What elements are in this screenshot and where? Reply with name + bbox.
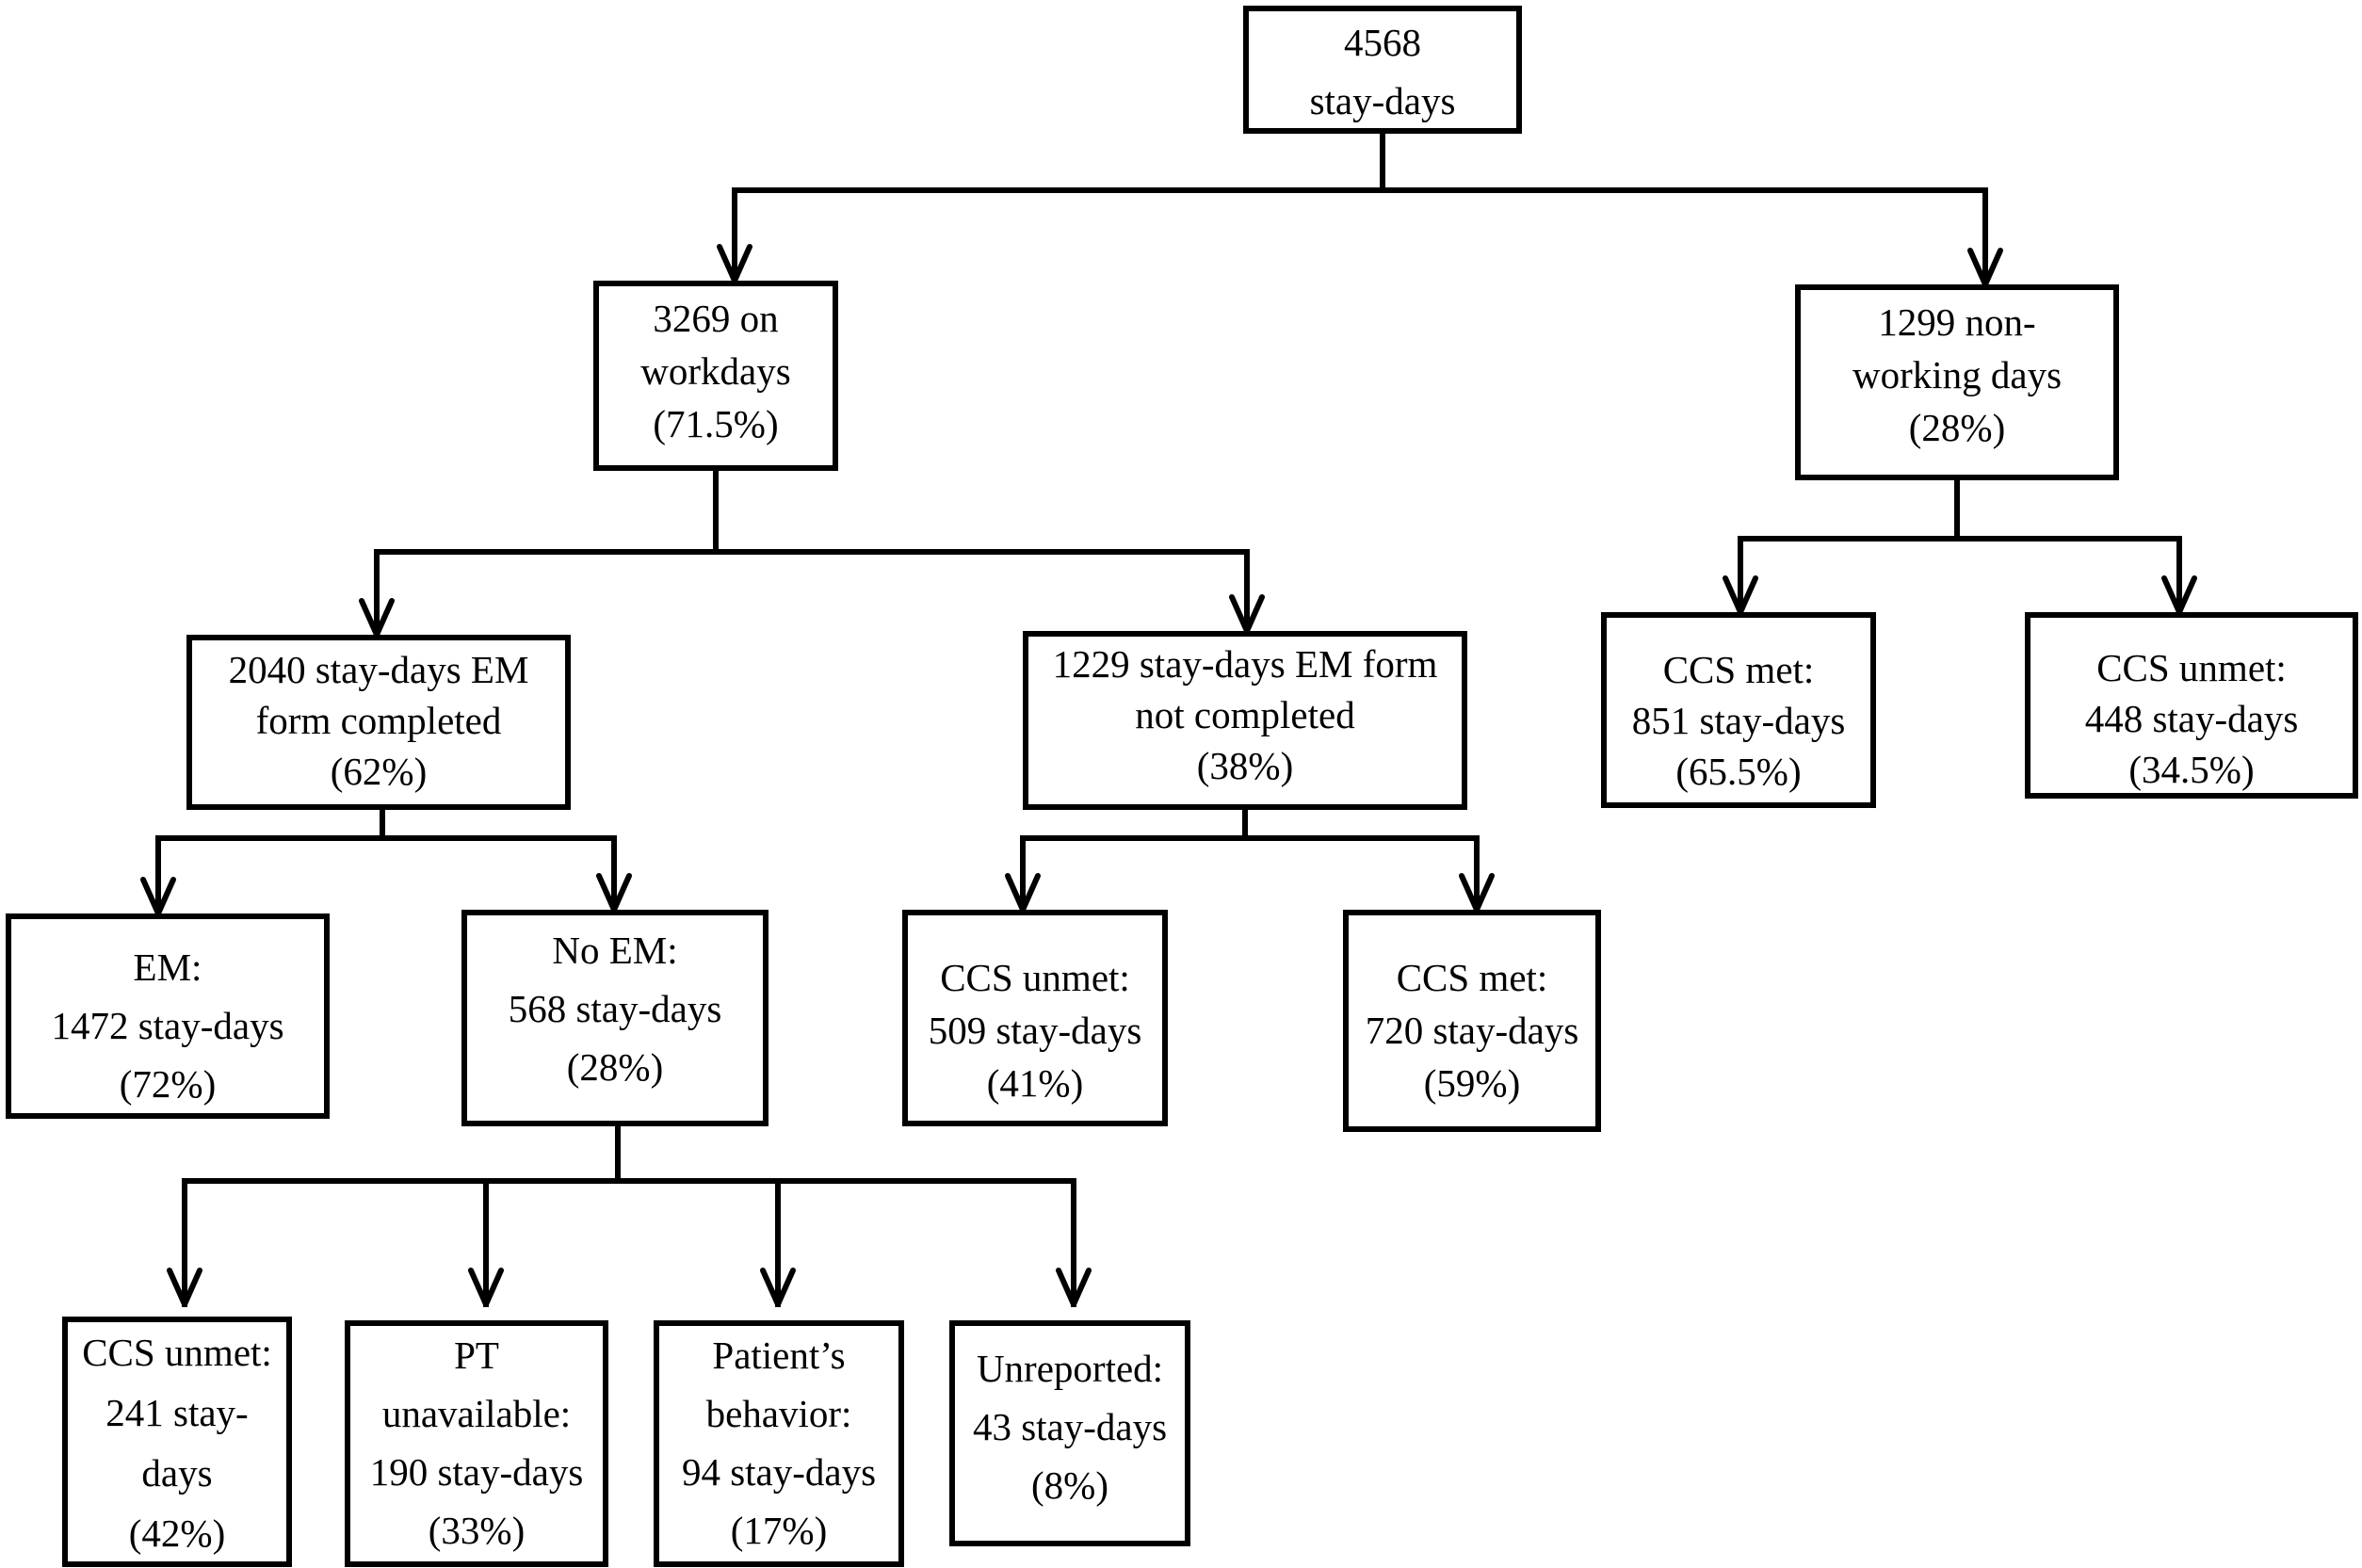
node-no-em: No EM: 568 stay-days (28%) xyxy=(461,910,768,1126)
node-nonworking-days: 1299 non-working days (28%) xyxy=(1795,284,2119,480)
node-text-line: Patient’s xyxy=(712,1334,846,1377)
node-text-line: 720 stay-days xyxy=(1365,1009,1579,1052)
connector-em-form xyxy=(155,807,617,916)
node-text-line: (38%) xyxy=(1196,744,1294,787)
connector-workdays xyxy=(374,468,1250,638)
node-text-line: (33%) xyxy=(428,1509,526,1552)
node-text-line: EM: xyxy=(133,946,202,989)
arrowhead-r-behavior xyxy=(760,1268,796,1307)
connector-nonworking xyxy=(1738,477,2182,615)
connector-no-em-form xyxy=(1020,807,1480,913)
node-text-line: (72%) xyxy=(119,1062,217,1106)
node-text-line: unavailable: xyxy=(381,1392,572,1435)
node-text-line: 2040 stay-days EM xyxy=(228,648,529,691)
node-nonworking-ccs-met: CCS met: 851 stay-days (65.5%) xyxy=(1601,612,1876,808)
node-text-line: 1229 stay-days EM form xyxy=(1052,642,1438,686)
node-root-stay-days: 4568 stay-days xyxy=(1243,6,1522,134)
node-em-form-completed: 2040 stay-days EM form completed (62%) xyxy=(186,635,571,810)
node-nonworking-ccs-unmet: CCS unmet: 448 stay-days (34.5%) xyxy=(2025,612,2358,799)
node-text-line: stay-days xyxy=(1309,79,1456,122)
node-form-not-completed-ccs-unmet: CCS unmet: 509 stay-days (41%) xyxy=(902,910,1168,1126)
node-text-line: CCS met: xyxy=(1396,956,1548,999)
node-text-line: (65.5%) xyxy=(1675,750,1802,793)
node-text-line: not completed xyxy=(1135,693,1355,736)
connector-no-em xyxy=(182,1123,1076,1307)
node-text-line: 1472 stay-days xyxy=(51,1004,284,1047)
node-text-line: 241 stay- xyxy=(105,1391,249,1434)
node-text-line: (28%) xyxy=(1908,406,2006,449)
node-text-line: (41%) xyxy=(986,1061,1084,1105)
node-text-line: (71.5%) xyxy=(653,402,779,445)
node-text-line: (17%) xyxy=(730,1509,828,1552)
node-text-line: 3269 on xyxy=(653,297,779,340)
node-text-line: behavior: xyxy=(705,1392,852,1435)
node-text-line: Unreported: xyxy=(976,1347,1164,1390)
node-text-line: 851 stay-days xyxy=(1631,699,1846,742)
arrowhead-r-unmet xyxy=(167,1268,202,1307)
arrowhead-r-unreported xyxy=(1056,1268,1092,1307)
node-text-line: 568 stay-days xyxy=(508,987,722,1030)
node-text-line: 4568 xyxy=(1344,21,1421,64)
node-text-line: workdays xyxy=(640,349,791,393)
node-em: EM: 1472 stay-days (72%) xyxy=(6,913,330,1119)
node-text-line: CCS unmet: xyxy=(82,1331,272,1374)
arrowhead-r-pt xyxy=(468,1268,504,1307)
connector-root xyxy=(732,131,1988,287)
node-workdays: 3269 on workdays (71.5%) xyxy=(593,281,838,471)
node-text-line: (42%) xyxy=(128,1511,226,1555)
node-em-form-not-completed: 1229 stay-days EM form not completed (38%) xyxy=(1023,631,1467,810)
node-text-line: 94 stay-days xyxy=(681,1450,877,1494)
node-text-line: PT xyxy=(454,1334,499,1377)
node-reason-ccs-unmet: CCS unmet: 241 stay-days (42%) xyxy=(62,1317,292,1567)
node-text-line: 1299 non- xyxy=(1878,300,2036,344)
node-reason-unreported: Unreported: 43 stay-days (8%) xyxy=(949,1320,1190,1546)
node-text-line: (8%) xyxy=(1031,1463,1108,1507)
node-text-line: form completed xyxy=(255,699,502,742)
node-text-line: (34.5%) xyxy=(2128,748,2255,791)
node-text-line: CCS unmet: xyxy=(2096,646,2287,689)
node-text-line: working days xyxy=(1852,353,2063,396)
node-text-line: 43 stay-days xyxy=(972,1405,1168,1448)
node-text-line: 190 stay-days xyxy=(369,1450,584,1494)
node-reason-patient-behavior: Patient’s behavior: 94 stay-days (17%) xyxy=(654,1320,904,1567)
node-text-line: 448 stay-days xyxy=(2084,697,2299,740)
node-text-line: days xyxy=(141,1451,213,1495)
node-form-not-completed-ccs-met: CCS met: 720 stay-days (59%) xyxy=(1343,910,1601,1132)
node-reason-pt-unavailable: PT unavailable: 190 stay-days (33%) xyxy=(345,1320,608,1567)
node-text-line: (28%) xyxy=(566,1045,664,1089)
node-text-line: (62%) xyxy=(330,750,428,793)
node-text-line: No EM: xyxy=(552,929,678,972)
node-text-line: (59%) xyxy=(1423,1061,1521,1105)
node-text-line: CCS unmet: xyxy=(940,956,1130,999)
node-text-line: 509 stay-days xyxy=(928,1009,1142,1052)
node-text-line: CCS met: xyxy=(1662,648,1815,691)
